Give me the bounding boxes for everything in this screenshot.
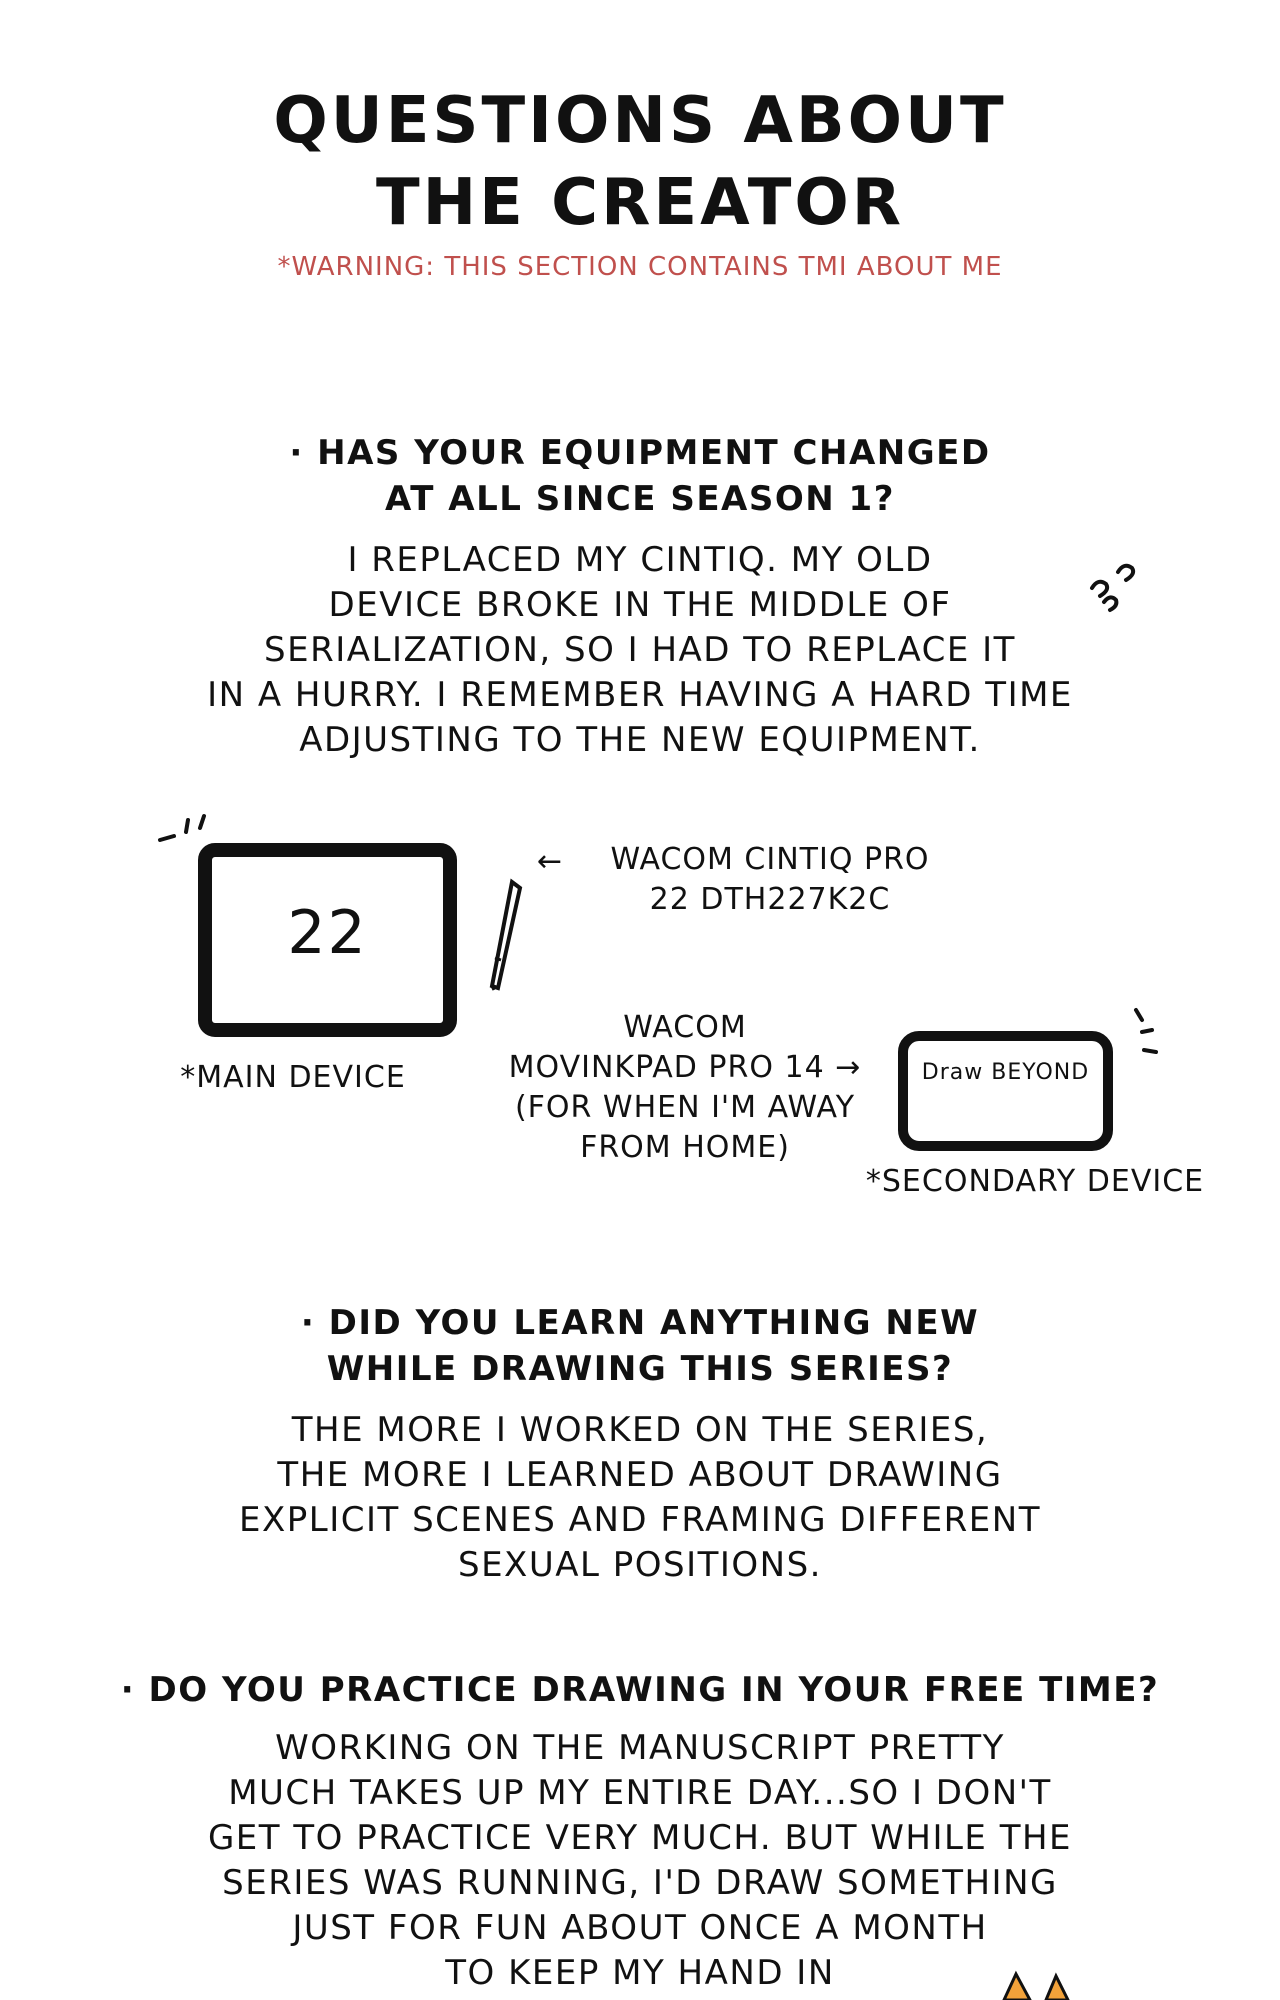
arrow-left-icon: ← bbox=[536, 844, 564, 879]
answer-line: SEXUAL POSITIONS. bbox=[457, 1545, 822, 1585]
answer-line: THE MORE I LEARNED ABOUT DRAWING bbox=[277, 1455, 1003, 1495]
answer-line: EXPLICIT SCENES AND FRAMING DIFFERENT bbox=[238, 1500, 1041, 1540]
secondary-screen-text: Draw BEYOND bbox=[921, 1060, 1090, 1085]
device-name-line: WACOM CINTIQ PRO bbox=[610, 842, 930, 877]
title-line: THE CREATOR bbox=[375, 166, 905, 240]
page-title: QUESTIONS ABOUT THE CREATOR bbox=[0, 80, 1280, 244]
device-name-line: (FOR WHEN I'M AWAY bbox=[514, 1090, 856, 1125]
main-device-name: WACOM CINTIQ PRO 22 DTH227K2C bbox=[570, 840, 970, 920]
title-line: QUESTIONS ABOUT bbox=[273, 84, 1007, 158]
device-name-line: MOVINKPAD PRO 14 → bbox=[508, 1050, 862, 1085]
answer-line: SERIALIZATION, SO I HAD TO REPLACE IT bbox=[264, 630, 1016, 670]
answer-line: DEVICE BROKE IN THE MIDDLE OF bbox=[328, 585, 952, 625]
character-ears-icon bbox=[1002, 1970, 1070, 2000]
movinkpad-tablet-icon bbox=[898, 1031, 1113, 1151]
question-line: · DID YOU LEARN ANYTHING NEW bbox=[300, 1303, 980, 1343]
answer-equipment: I REPLACED MY CINTIQ. MY OLD DEVICE BROK… bbox=[0, 538, 1280, 763]
answer-line: MUCH TAKES UP MY ENTIRE DAY...SO I DON'T bbox=[228, 1773, 1052, 1813]
device-name-line: WACOM bbox=[623, 1010, 747, 1045]
answer-line: WORKING ON THE MANUSCRIPT PRETTY bbox=[275, 1728, 1005, 1768]
question-line: · DO YOU PRACTICE DRAWING IN YOUR FREE T… bbox=[120, 1670, 1160, 1710]
answer-line: JUST FOR FUN ABOUT ONCE A MONTH bbox=[292, 1908, 988, 1948]
secondary-device-name: WACOM MOVINKPAD PRO 14 → (FOR WHEN I'M A… bbox=[470, 1008, 900, 1168]
answer-line: TO KEEP MY HAND IN bbox=[445, 1953, 835, 1993]
secondary-device-label: *SECONDARY DEVICE bbox=[865, 1164, 1205, 1199]
answer-line: ADJUSTING TO THE NEW EQUIPMENT. bbox=[299, 720, 981, 760]
device-name-line: FROM HOME) bbox=[580, 1130, 790, 1165]
main-device-label: *MAIN DEVICE bbox=[180, 1060, 406, 1095]
question-equipment: · HAS YOUR EQUIPMENT CHANGED AT ALL SINC… bbox=[0, 430, 1280, 522]
answer-practice: WORKING ON THE MANUSCRIPT PRETTY MUCH TA… bbox=[0, 1726, 1280, 1996]
answer-line: THE MORE I WORKED ON THE SERIES, bbox=[291, 1410, 989, 1450]
cintiq-tablet-icon bbox=[198, 843, 457, 1037]
answer-line: GET TO PRACTICE VERY MUCH. BUT WHILE THE bbox=[207, 1818, 1073, 1858]
question-line: WHILE DRAWING THIS SERIES? bbox=[326, 1349, 954, 1389]
question-line: AT ALL SINCE SEASON 1? bbox=[385, 479, 895, 519]
sparkle-marks-icon bbox=[1134, 1008, 1158, 1054]
main-screen-number: 22 bbox=[287, 898, 368, 968]
confused-marks-icon bbox=[1090, 563, 1136, 612]
question-learning: · DID YOU LEARN ANYTHING NEW WHILE DRAWI… bbox=[0, 1300, 1280, 1392]
answer-line: I REPLACED MY CINTIQ. MY OLD bbox=[347, 540, 933, 580]
device-name-line: 22 DTH227K2C bbox=[649, 882, 891, 917]
sparkle-marks-icon bbox=[158, 814, 206, 842]
question-practice: · DO YOU PRACTICE DRAWING IN YOUR FREE T… bbox=[0, 1667, 1280, 1713]
warning-note: *WARNING: THIS SECTION CONTAINS TMI ABOU… bbox=[277, 252, 1003, 282]
stylus-pen-icon bbox=[489, 878, 523, 991]
question-line: · HAS YOUR EQUIPMENT CHANGED bbox=[289, 433, 991, 473]
answer-line: SERIES WAS RUNNING, I'D DRAW SOMETHING bbox=[222, 1863, 1058, 1903]
answer-learning: THE MORE I WORKED ON THE SERIES, THE MOR… bbox=[0, 1408, 1280, 1588]
answer-line: IN A HURRY. I REMEMBER HAVING A HARD TIM… bbox=[207, 675, 1073, 715]
